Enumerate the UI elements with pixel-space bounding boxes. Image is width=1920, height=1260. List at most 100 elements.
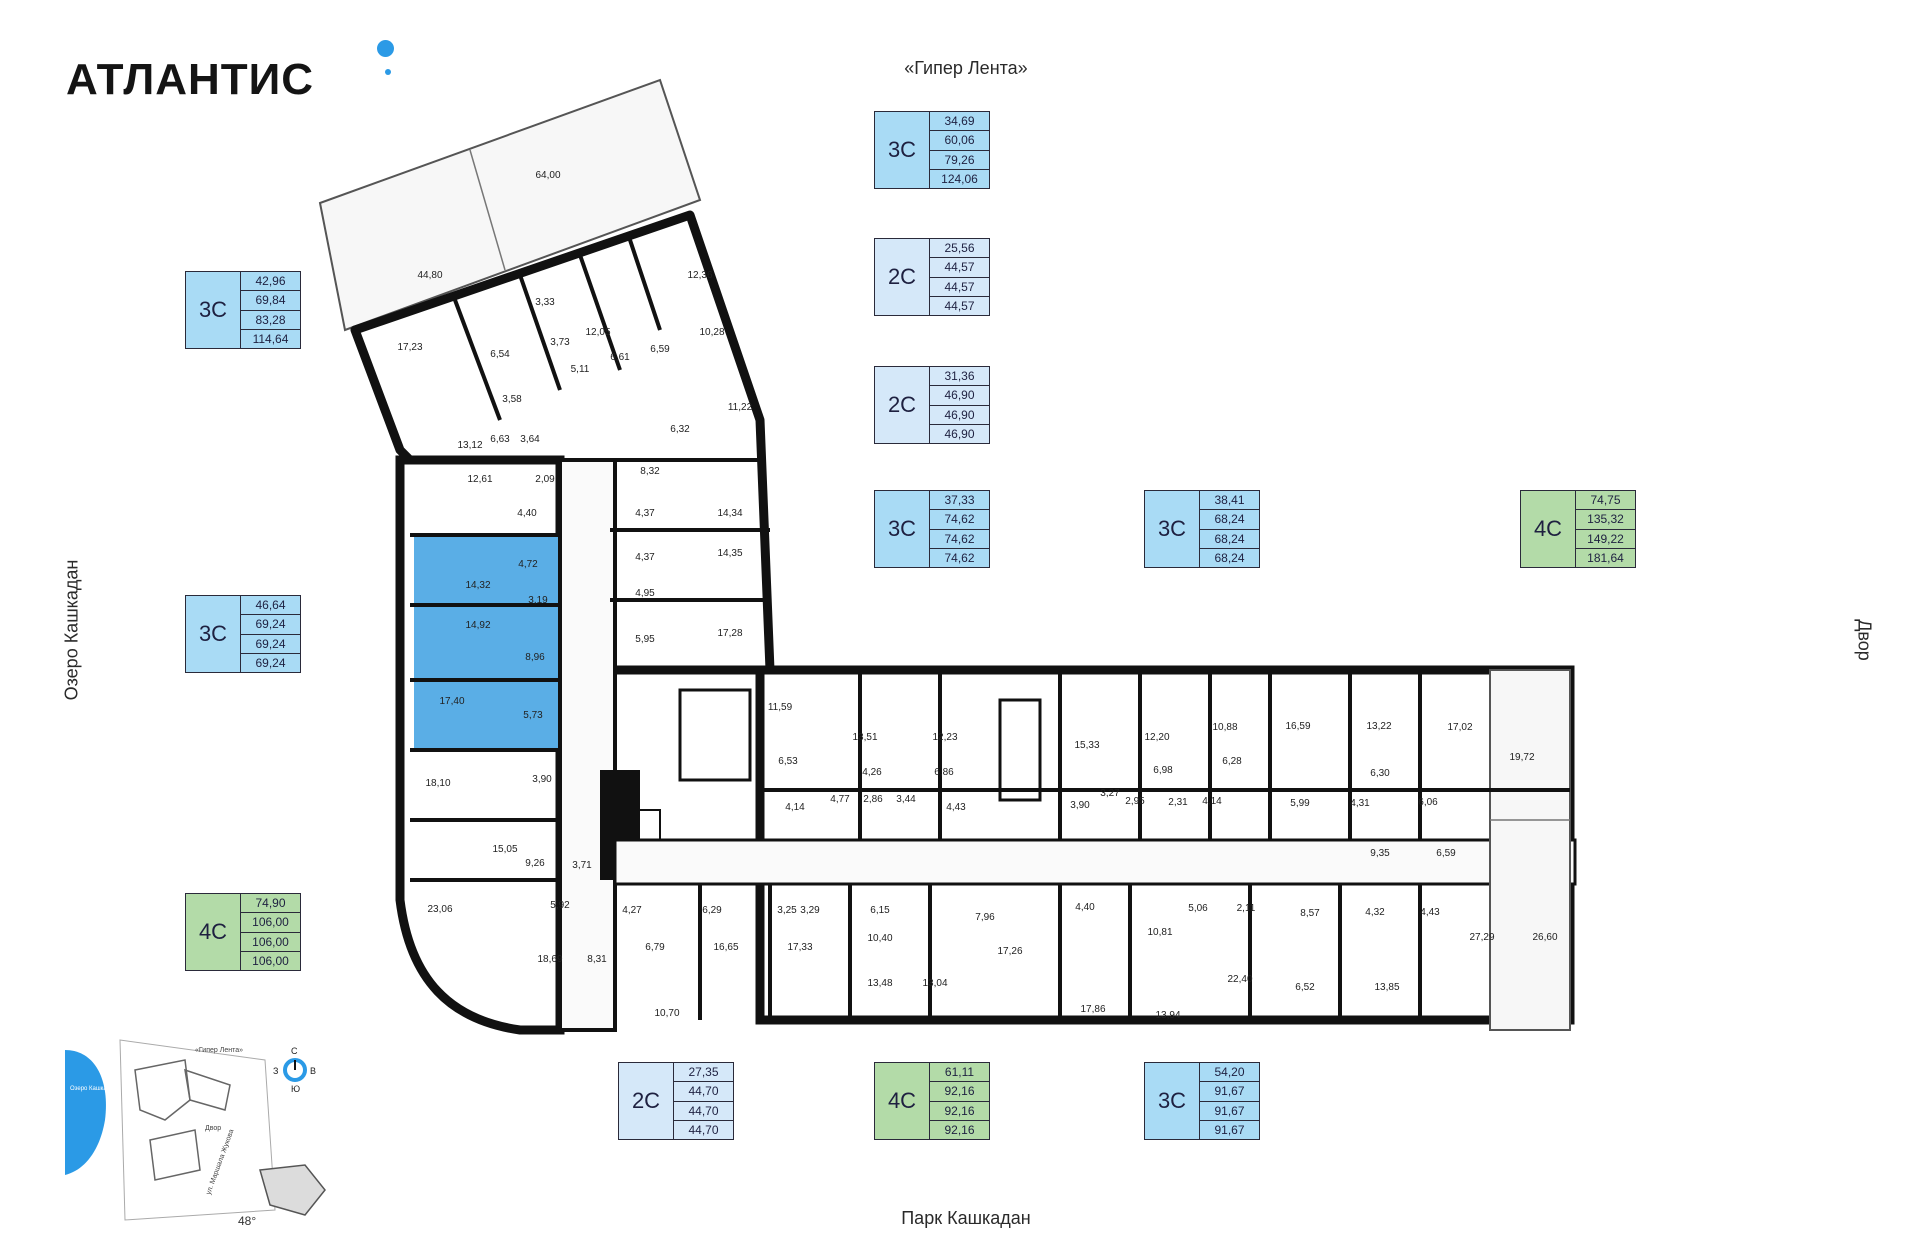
room-area-label: 13,85 [1374, 982, 1399, 993]
room-area-label: 12,23 [932, 732, 957, 743]
card-value: 69,24 [255, 655, 286, 670]
brand-logo: АТЛАНТИС [66, 55, 315, 104]
card-value: 44,57 [930, 278, 989, 297]
card-value: 46,64 [241, 596, 300, 616]
room-area-label: 6,59 [1436, 848, 1456, 859]
logo-dot-small-icon [385, 69, 391, 75]
card-value: 31,36 [930, 367, 989, 387]
north-wing-walls [350, 210, 775, 675]
card-value: 46,90 [930, 386, 989, 406]
room-area-label: 13,12 [457, 440, 482, 451]
room-area-label: 13,04 [922, 978, 947, 989]
room-area-label: 10,28 [699, 327, 724, 338]
room-area-label: 8,32 [640, 466, 660, 477]
room-area-label: 6,53 [778, 756, 798, 767]
card-type: 3С [1145, 491, 1200, 567]
card-value: 69,24 [241, 615, 300, 635]
room-area-label: 3,90 [532, 774, 552, 785]
stair-core [678, 688, 752, 782]
card-type: 3С [875, 491, 930, 567]
room-area-label: 3,29 [800, 905, 820, 916]
room-area-label: 14,92 [465, 620, 490, 631]
room-area-label: 3,90 [1070, 800, 1090, 811]
room-area-label: 4,77 [830, 794, 850, 805]
room-area-label: 10,81 [1147, 927, 1172, 938]
room-area-label: 6,06 [1418, 797, 1438, 808]
card-type: 3С [186, 272, 241, 348]
room-area-label: 10,70 [654, 1008, 679, 1019]
room-area-label: 16,59 [1285, 721, 1310, 732]
compass-north: С [291, 1046, 298, 1056]
card-value: 42,96 [241, 272, 300, 292]
room-area-label: 6,52 [1295, 982, 1315, 993]
room-area-label: 4,72 [518, 559, 538, 570]
room-area-label: 6,15 [870, 905, 890, 916]
room-area-label: 8,57 [1300, 908, 1320, 919]
card-type: 2С [875, 367, 930, 443]
room-area-label: 16,65 [713, 942, 738, 953]
room-area-label: 12,36 [687, 270, 712, 281]
compass-south: Ю [291, 1084, 300, 1094]
room-area-label: 3,44 [896, 794, 916, 805]
card-value: 91,67 [1200, 1082, 1259, 1102]
card-value: 27,35 [674, 1063, 733, 1083]
room-area-label: 2,09 [535, 474, 555, 485]
compass-east: В [310, 1066, 316, 1076]
room-area-label: 4,37 [635, 552, 655, 563]
room-area-label: 14,35 [717, 548, 742, 559]
card-value: 46,90 [944, 426, 975, 441]
card-value: 92,16 [930, 1102, 989, 1121]
current-building [259, 1164, 326, 1216]
card-type: 4С [186, 894, 241, 970]
room-area-label: 3,25 [777, 905, 797, 916]
room-area-label: 5,92 [550, 900, 570, 911]
card-value: 46,90 [930, 406, 989, 425]
room-area-label: 6,79 [645, 942, 665, 953]
room-area-label: 3,33 [535, 297, 555, 308]
room-area-label: 6,61 [610, 352, 630, 363]
card-value: 37,33 [930, 491, 989, 511]
room-area-label: 64,00 [535, 170, 560, 181]
card-value: 60,06 [930, 131, 989, 151]
room-area-label: 7,96 [975, 912, 995, 923]
room-area-label: 4,40 [517, 508, 537, 519]
site-minimap: «Гипер Лента» Озеро Кашкадан Двор ул. Ма… [65, 1030, 395, 1230]
room-area-label: 26,60 [1532, 932, 1557, 943]
room-area-label: 13,51 [852, 732, 877, 743]
room-area-label: 3,58 [502, 394, 522, 405]
room-area-label: 19,72 [1509, 752, 1534, 763]
room-area-label: 13,22 [1366, 721, 1391, 732]
room-area-label: 5,06 [1188, 903, 1208, 914]
card-value: 91,67 [1214, 1122, 1245, 1137]
partitions [410, 239, 1570, 1020]
room-area-label: 2,31 [1168, 797, 1188, 808]
terrace-east [1489, 669, 1571, 1031]
room-area-label: 4,26 [862, 767, 882, 778]
room-area-label: 22,40 [1227, 974, 1252, 985]
logo-dot-icon [377, 40, 394, 57]
room-area-label: 2,95 [1125, 796, 1145, 807]
room-area-label: 3,73 [550, 337, 570, 348]
room-area-label: 10,88 [1212, 722, 1237, 733]
card-value: 74,62 [930, 510, 989, 530]
room-area-label: 11,22 [728, 402, 753, 413]
card-value: 124,06 [941, 171, 978, 186]
room-area-label: 6,29 [702, 905, 722, 916]
terrace-divider [469, 149, 506, 271]
card-value: 25,56 [930, 239, 989, 259]
room-area-label: 8,96 [525, 652, 545, 663]
card-value: 79,26 [930, 151, 989, 170]
card-value: 34,69 [930, 112, 989, 132]
